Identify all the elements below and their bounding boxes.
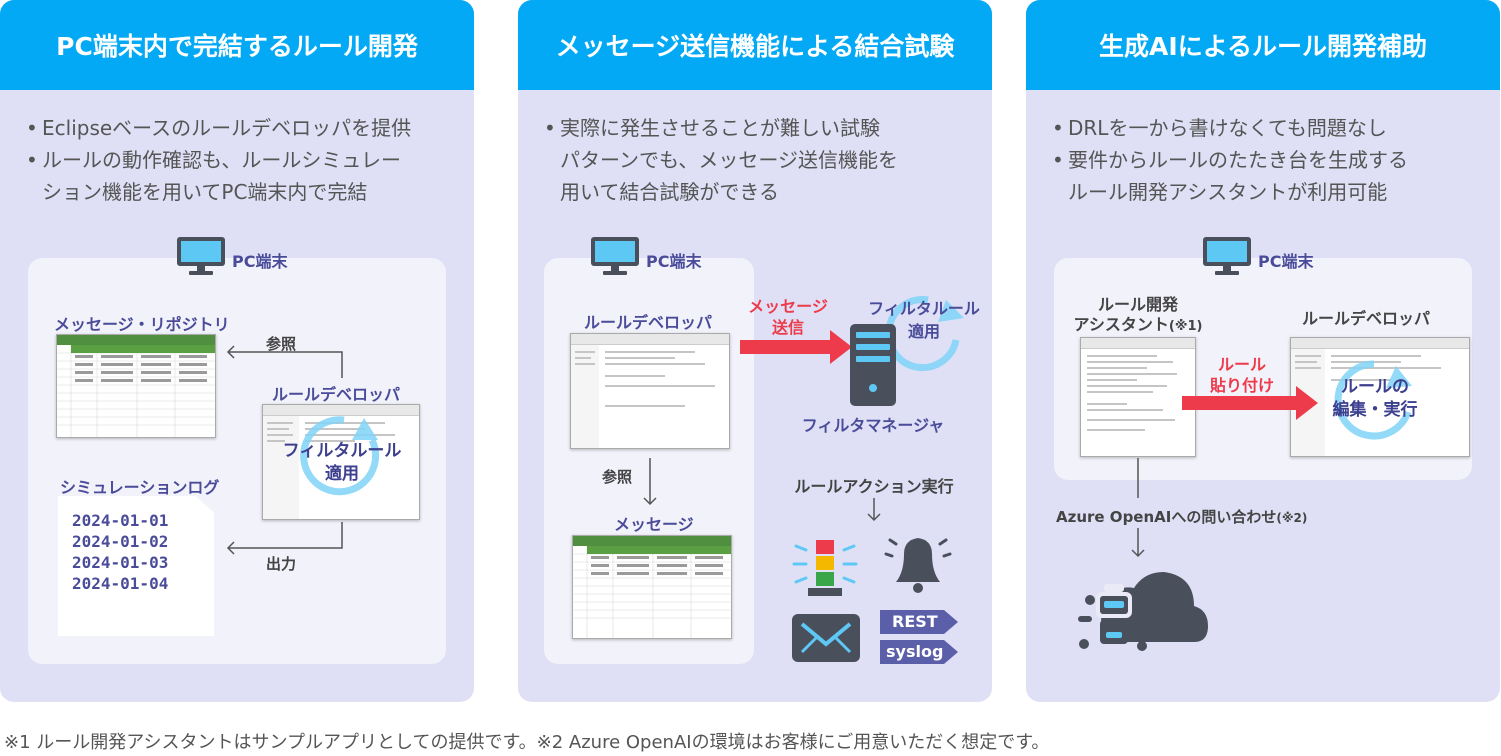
bullet-list: •DRLを一から書けなくても問題なし •要件からルールのたたき台を生成するルール… — [1052, 112, 1408, 208]
spreadsheet-grid — [57, 345, 215, 437]
bullet-item: •DRLを一から書けなくても問題なし — [1052, 116, 1387, 140]
azure-query-label: Azure OpenAIへの問い合わせ(※2) — [1056, 508, 1308, 526]
bullet-item: •ルールの動作確認も、ルールシミュレーション機能を用いてPC端末内で完結 — [26, 148, 401, 204]
panel2-arrows — [643, 330, 881, 522]
assistant-window — [1080, 337, 1196, 457]
ref-label: 参照 — [266, 335, 297, 353]
rest-label: REST — [892, 612, 938, 631]
bell-icon — [884, 538, 952, 593]
panel-ai-assist: 生成AIによるルール開発補助 •DRLを一から書けなくても問題なし •要件からル… — [1026, 0, 1500, 702]
developer-ide-window — [262, 404, 420, 520]
panel-title: 生成AIによるルール開発補助 — [1026, 0, 1500, 90]
developer-label: ルールデベロッパ — [1302, 309, 1431, 328]
message-label: メッセージ — [614, 515, 694, 534]
message-spreadsheet — [572, 535, 732, 639]
pc-label: PC端末 — [1258, 252, 1314, 271]
developer-label: ルールデベロッパ — [272, 385, 401, 404]
cycle-ring-icon — [300, 416, 380, 496]
server-icon — [850, 324, 896, 406]
panel-local-development: PC端末内で完結するルール開発 •Eclipseベースのルールデベロッパを提供 … — [0, 0, 474, 702]
filter-apply-overlay: フィルタルール適用 — [282, 441, 402, 484]
panel-integration-test: メッセージ送信機能による結合試験 •実際に発生させることが難しい試験パターンでも… — [518, 0, 992, 702]
pc-label: PC端末 — [646, 252, 702, 271]
panel-title: メッセージ送信機能による結合試験 — [518, 0, 992, 90]
send-message-label: メッセージ送信 — [748, 297, 828, 337]
panel1-arrows — [226, 345, 343, 555]
developer-label: ルールデベロッパ — [584, 313, 713, 332]
azure-arrows — [1131, 458, 1145, 558]
filter-manager-label: フィルタマネージャ — [801, 416, 945, 435]
filter-rule-label: フィルタルール適用 — [868, 299, 980, 341]
bullet-item: •実際に発生させることが難しい試験パターンでも、メッセージ送信機能を用いて結合試… — [544, 116, 898, 204]
simulation-log-document: 2024-01-01 2024-01-02 2024-01-03 2024-01… — [58, 496, 214, 636]
log-entry: 2024-01-04 — [72, 574, 169, 593]
edit-run-overlay: ルールの編集・実行 — [1332, 377, 1418, 420]
panel-title: PC端末内で完結するルール開発 — [0, 0, 474, 90]
action-label: ルールアクション実行 — [794, 477, 954, 496]
assistant-label: ルール開発アシスタント(※1) — [1073, 295, 1203, 334]
log-entry: 2024-01-01 — [72, 511, 169, 530]
cycle-ring-icon — [1334, 360, 1412, 440]
rest-tag-shape — [880, 610, 958, 634]
robot-icon — [1078, 584, 1148, 651]
monitor-icon — [591, 237, 639, 275]
mail-icon — [792, 614, 860, 662]
monitor-icon — [177, 237, 225, 275]
syslog-tag-shape — [880, 640, 958, 664]
bullet-list: •実際に発生させることが難しい試験パターンでも、メッセージ送信機能を用いて結合試… — [544, 112, 898, 208]
monitor-icon — [1203, 237, 1251, 275]
ref-label: 参照 — [602, 468, 633, 486]
bullet-item: •要件からルールのたたき台を生成するルール開発アシスタントが利用可能 — [1052, 148, 1408, 204]
footnote: ※1 ルール開発アシスタントはサンプルアプリとしての提供です。※2 Azure … — [4, 732, 1050, 753]
output-label: 出力 — [266, 555, 297, 573]
bullet-list: •Eclipseベースのルールデベロッパを提供 •ルールの動作確認も、ルールシミ… — [26, 112, 411, 208]
simulation-log-label: シミュレーションログ — [60, 478, 220, 497]
signal-tower-icon — [792, 540, 858, 596]
log-entry: 2024-01-03 — [72, 553, 169, 572]
paste-arrow — [1182, 386, 1318, 420]
developer-ide-window — [570, 333, 730, 449]
bullet-item: •Eclipseベースのルールデベロッパを提供 — [26, 116, 412, 140]
repository-spreadsheet — [56, 334, 216, 438]
syslog-label: syslog — [886, 642, 944, 661]
repository-label: メッセージ・リポジトリ — [54, 315, 230, 334]
log-entry: 2024-01-02 — [72, 532, 169, 551]
paste-label: ルール貼り付け — [1209, 355, 1275, 395]
pc-label: PC端末 — [232, 252, 288, 271]
